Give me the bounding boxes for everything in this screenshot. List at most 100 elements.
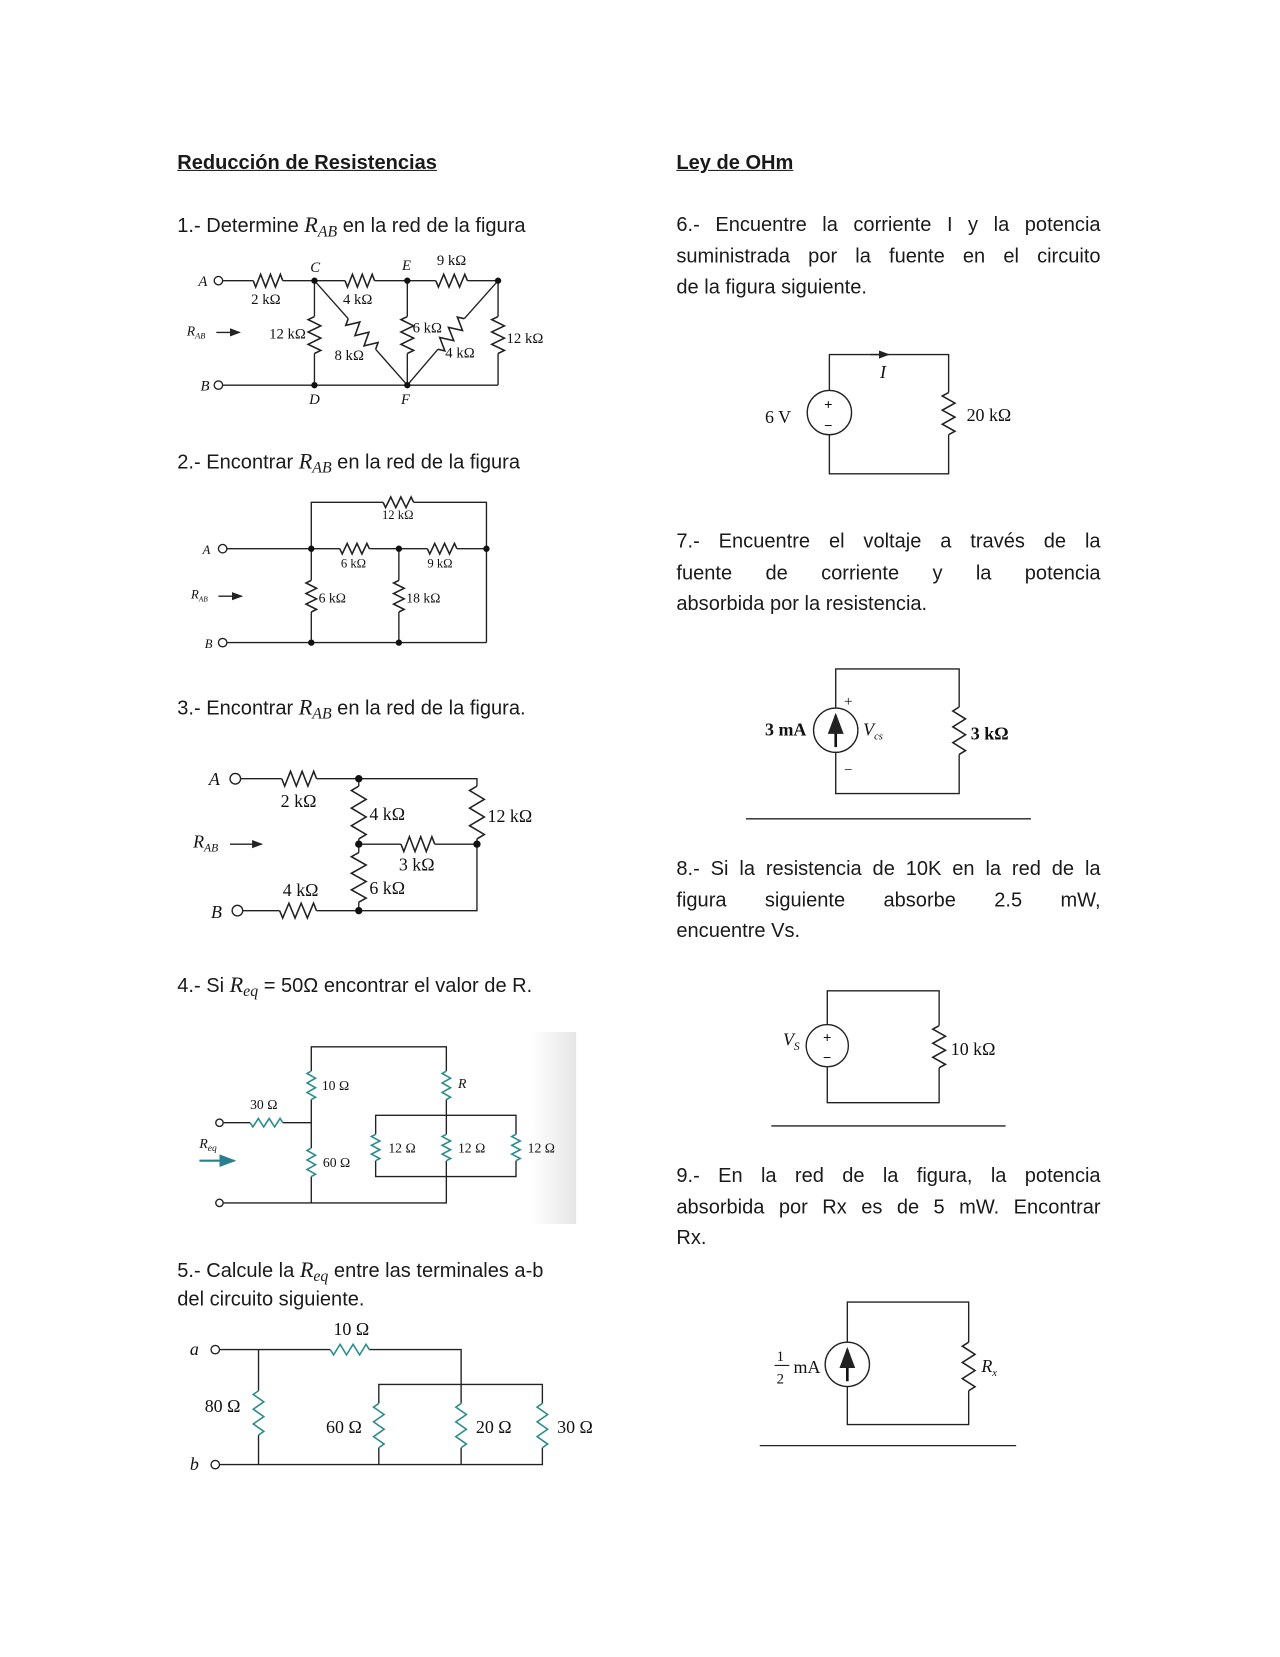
circuit-label: 6 kΩ bbox=[341, 557, 366, 571]
circuit-label: R bbox=[190, 587, 199, 601]
circuit-label: − bbox=[823, 1051, 831, 1067]
resistor-3k bbox=[400, 834, 436, 854]
circuit-wire bbox=[483, 545, 490, 552]
q6-line: de la figura siguiente. bbox=[676, 276, 867, 299]
circuit-5: a b 10 Ω 80 Ω 60 Ω 20 Ω 30 Ω bbox=[190, 1319, 593, 1474]
terminal-b bbox=[213, 380, 224, 391]
resistor-80 bbox=[251, 1390, 266, 1436]
resistor-12-a bbox=[369, 1133, 382, 1162]
circuit-label: R bbox=[980, 1356, 992, 1376]
circuit-label: 3 kΩ bbox=[971, 724, 1009, 744]
circuit-label: AB bbox=[203, 842, 218, 855]
resistor-rx bbox=[960, 1341, 977, 1392]
circuit-wire bbox=[355, 840, 363, 848]
circuit-2: A B RAB 12 kΩ 6 kΩ 9 kΩ 6 kΩ 18 kΩ bbox=[190, 495, 490, 651]
circuit-label: b bbox=[190, 1454, 199, 1474]
circuit-label: Req bbox=[198, 1136, 217, 1154]
circuit-label: 20 kΩ bbox=[967, 405, 1012, 425]
resistor-12k bbox=[468, 785, 486, 840]
circuit-wire bbox=[835, 668, 960, 795]
terminal-b bbox=[217, 637, 228, 648]
circuit-label: V bbox=[863, 719, 876, 739]
terminal-bottom bbox=[215, 1198, 224, 1208]
resistor-60 bbox=[305, 1147, 318, 1178]
circuit-wire bbox=[355, 906, 363, 915]
q9-line: 9.- En la red de la figura, la potencia bbox=[676, 1164, 1101, 1188]
question-4: 4.- Si Req = 50Ω encontrar el valor de R… bbox=[177, 971, 533, 1001]
circuit-label: + bbox=[824, 397, 832, 413]
resistor-12k-left bbox=[306, 315, 323, 355]
circuit-label: 12 kΩ bbox=[269, 327, 306, 343]
left-section-heading: Reducción de Resistencias bbox=[177, 151, 437, 175]
circuit-label: − bbox=[844, 763, 852, 779]
terminal-b bbox=[210, 1459, 221, 1470]
question-8: 8.- Si la resistencia de 10K en la red d… bbox=[676, 854, 1100, 947]
circuit-label: 3 mA bbox=[765, 719, 806, 739]
circuit-label: D bbox=[308, 392, 320, 408]
resistor-30 bbox=[249, 1117, 284, 1129]
voltage-source-icon bbox=[805, 1023, 850, 1068]
circuit-4: Req 30 Ω 10 Ω 60 Ω R 12 Ω 12 Ω 12 Ω bbox=[198, 1031, 577, 1225]
circuit-label: VS bbox=[783, 1030, 800, 1053]
circuit-label: eq bbox=[208, 1144, 217, 1154]
circuit-label: + bbox=[844, 694, 852, 710]
question-6: 6.- Encuentre la corriente I y la potenc… bbox=[676, 210, 1100, 303]
circuit-wire bbox=[404, 277, 411, 284]
circuit-label: A bbox=[208, 769, 221, 789]
circuit-label: 30 Ω bbox=[557, 1417, 593, 1437]
circuit-label: a bbox=[190, 1339, 199, 1359]
circuit-label: F bbox=[400, 392, 411, 408]
circuit-label: A bbox=[202, 543, 211, 557]
circuit-3: A B RAB 2 kΩ 4 kΩ 12 kΩ 3 kΩ 6 kΩ 4 kΩ bbox=[192, 769, 532, 922]
circuit-label: AB bbox=[194, 331, 205, 341]
resistor-10 bbox=[329, 1342, 370, 1357]
q8-line: figura siguiente absorbe 2.5 mW, bbox=[676, 889, 1101, 912]
circuit-label: 2 kΩ bbox=[281, 791, 317, 811]
resistor-60 bbox=[372, 1402, 386, 1449]
circuit-label: 80 Ω bbox=[205, 1396, 241, 1416]
terminal-a bbox=[213, 275, 224, 286]
resistor-4k bbox=[344, 272, 376, 290]
circuit-label: R bbox=[186, 324, 196, 339]
circuit-label: − bbox=[824, 419, 832, 435]
circuit-label: 4 kΩ bbox=[445, 346, 474, 362]
circuit-label: 8 kΩ bbox=[334, 348, 363, 364]
voltage-source-icon bbox=[806, 389, 853, 436]
circuit-wire bbox=[395, 545, 403, 552]
circuit-wire bbox=[473, 840, 481, 848]
circuit-9: 1 2 mA Rx bbox=[774, 1301, 997, 1426]
right-section-heading: Ley de OHm bbox=[676, 151, 794, 175]
resistor-4k-bottom bbox=[278, 901, 318, 921]
resistor-6k-vertical bbox=[304, 579, 319, 613]
resistor-6k bbox=[349, 851, 368, 903]
circuit-label: 6 V bbox=[765, 407, 791, 427]
circuit-label: S bbox=[794, 1040, 800, 1053]
circuit-label: 2 bbox=[777, 1371, 784, 1387]
resistor-4k-diagonal bbox=[437, 315, 465, 352]
circuit-wire bbox=[826, 990, 940, 1104]
circuit-wire bbox=[223, 1046, 517, 1204]
terminal-top bbox=[215, 1118, 224, 1128]
q7-line: 7.- Encuentre el voltaje a través de la bbox=[676, 530, 1101, 553]
circuit-wire bbox=[355, 775, 363, 783]
circuit-label: + bbox=[823, 1031, 831, 1047]
circuit-label: B bbox=[205, 637, 213, 651]
terminal-b bbox=[231, 904, 244, 917]
circuit-label: 10 kΩ bbox=[951, 1039, 996, 1059]
circuit-label: Vcs bbox=[863, 719, 883, 742]
resistor-30 bbox=[535, 1402, 550, 1449]
circuit-label: R bbox=[192, 831, 204, 851]
resistor-3k bbox=[951, 706, 968, 756]
resistor-6k bbox=[399, 315, 416, 355]
terminal-a bbox=[210, 1344, 221, 1355]
circuit-label: 9 kΩ bbox=[437, 253, 466, 269]
circuit-wire bbox=[308, 545, 315, 552]
circuit-label: I bbox=[879, 362, 887, 382]
question-5-line-2: del circuito siguiente. bbox=[177, 1288, 365, 1311]
circuit-wire bbox=[494, 277, 502, 284]
circuit-label: 4 kΩ bbox=[283, 880, 319, 900]
question-1: 1.- Determine RAB en la red de la figura bbox=[177, 212, 526, 241]
circuit-label: 30 Ω bbox=[250, 1097, 277, 1112]
